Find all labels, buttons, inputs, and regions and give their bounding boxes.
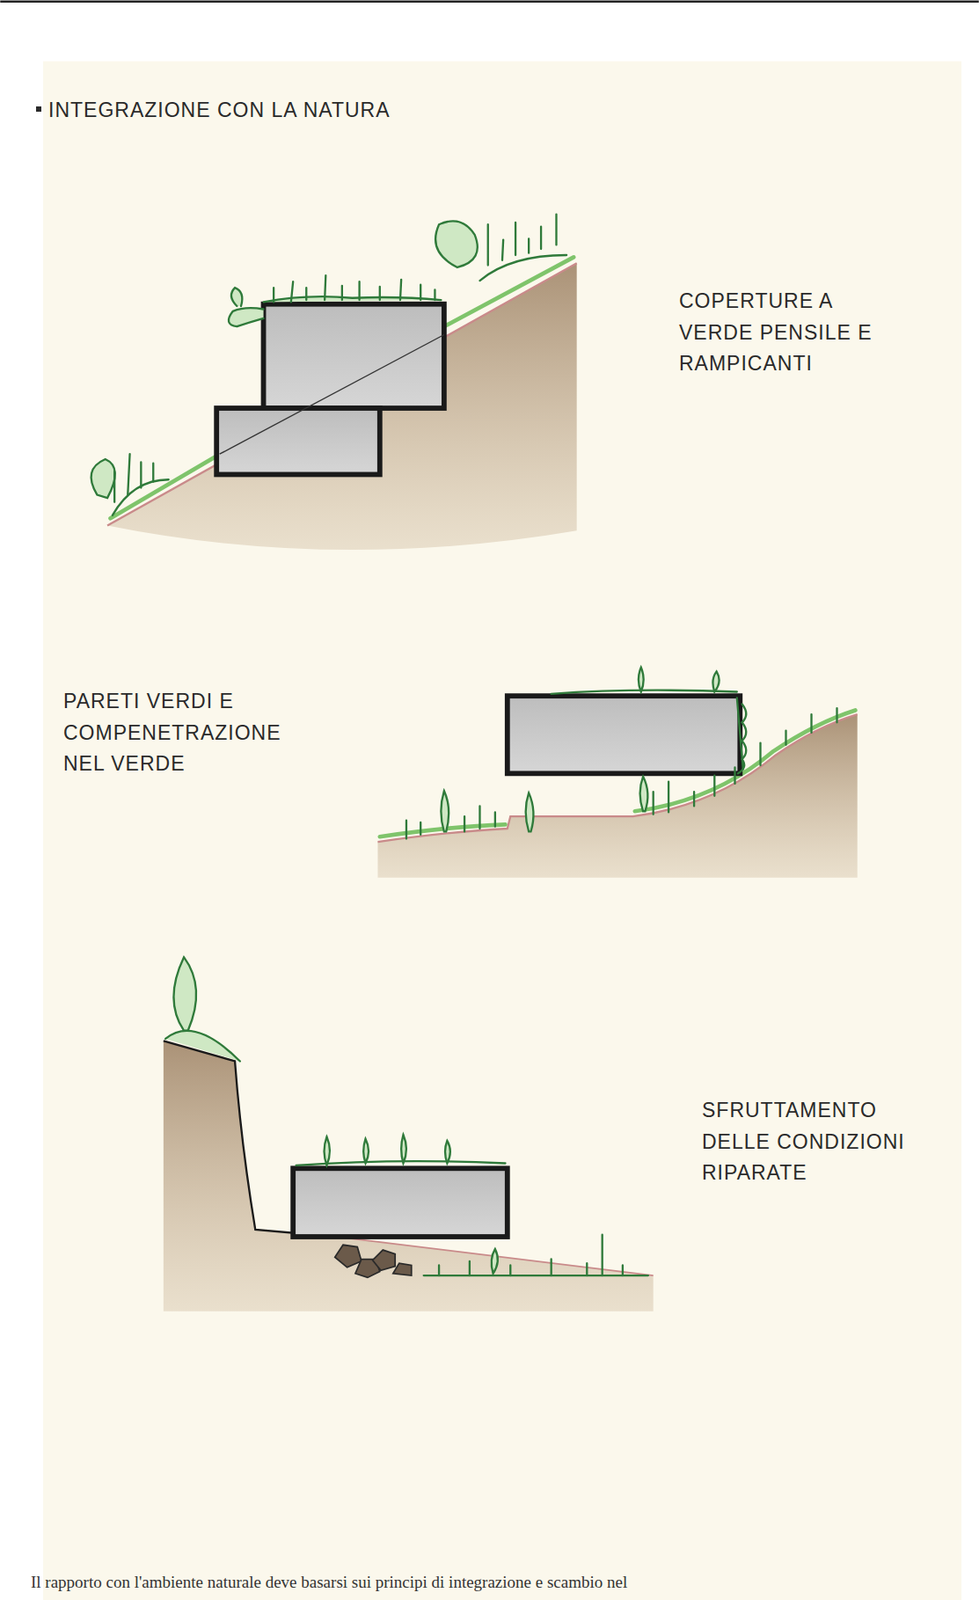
section-sloped [91, 214, 578, 550]
section-sheltered [163, 957, 654, 1312]
caption-text: Il rapporto con l'ambiente naturale deve… [30, 1572, 972, 1593]
section-raised [377, 667, 857, 878]
annotation-note: SFRUTTAMENTO DELLE CONDIZIONI RIPARATE [701, 1095, 914, 1190]
paper [43, 61, 962, 1600]
sketch-title: INTEGRAZIONE CON LA NATURA [48, 94, 541, 127]
annotation-note: PARETI VERDI E COMPENETRAZIONE NEL VERDE [63, 686, 328, 781]
frame-line [0, 0, 979, 3]
annotation-note: COPERTURE A VERDE PENSILE E RAMPICANTI [679, 285, 891, 380]
bullet-dot [36, 106, 42, 112]
